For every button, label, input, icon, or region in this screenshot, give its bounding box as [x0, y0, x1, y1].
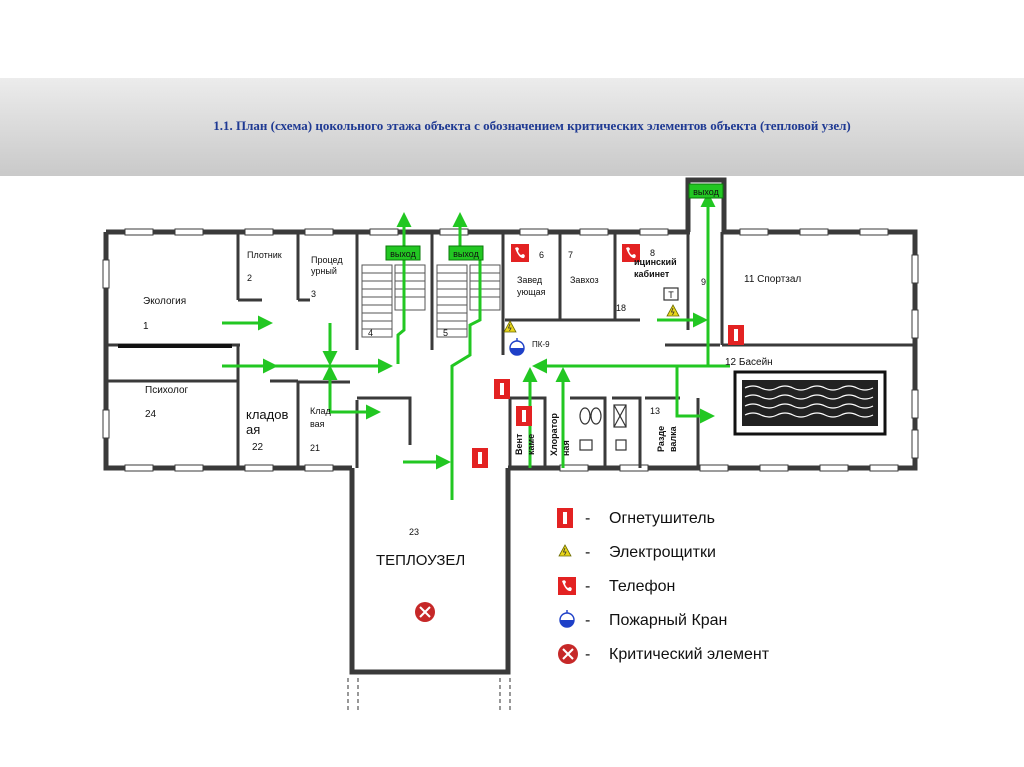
room-name: ТЕПЛОУЗЕЛ [376, 552, 465, 569]
electrical-panel-icon [503, 320, 517, 333]
room-number: 6 [539, 250, 544, 260]
room-number: 13 [650, 406, 660, 416]
fire-hydrant-icon [559, 609, 575, 628]
room-name: каме [526, 434, 536, 455]
phone-icon [511, 244, 529, 262]
extinguisher-icon [494, 379, 510, 399]
room-name: Психолог [145, 385, 189, 396]
extinguisher-icon [728, 325, 744, 345]
box-t-label: Т [668, 290, 674, 300]
exit-sign-2-label: выход [453, 249, 479, 259]
page-title: 1.1. План (схема) цокольного этажа объек… [213, 118, 851, 133]
room-number: 2 [247, 273, 252, 283]
exit-sign-3-label: выход [693, 187, 719, 197]
window-marks [102, 228, 919, 472]
room-name: ная [561, 440, 571, 456]
room-number: 9 [701, 277, 706, 287]
stairs-4 [361, 264, 426, 338]
room-number: 1 [143, 321, 149, 332]
room-name: Вент [514, 433, 524, 455]
legend-dash: - [585, 510, 590, 527]
legend: - Огнетушитель - Электрощитки - Телефон … [557, 508, 770, 665]
room-number: 3 [311, 289, 316, 299]
room-name: кладов [246, 407, 288, 422]
exit-sign-1 [385, 245, 421, 261]
stairs-5 [436, 264, 501, 338]
sanitary-fixtures [579, 404, 627, 451]
room-number: 7 [568, 250, 573, 260]
hydrant-label: ПК-9 [532, 340, 550, 349]
room-number: 22 [252, 442, 264, 453]
room-name: урный [311, 266, 337, 276]
room-number: 23 [409, 527, 419, 537]
box-t [663, 287, 679, 301]
room-name: вая [310, 419, 325, 429]
room-name: Разде [656, 426, 666, 452]
room-name: Экология [143, 296, 186, 307]
room-name: Завхоз [570, 275, 599, 285]
legend-dash: - [585, 646, 590, 663]
legend-label: Огнетушитель [609, 510, 715, 527]
room-name: Плотник [247, 250, 282, 260]
room-name: 12 Басейн [725, 357, 773, 368]
room-name: Хлоратор [549, 413, 559, 456]
critical-element-icon [414, 601, 436, 623]
room-name: 11 Спортзал [744, 274, 801, 285]
extinguisher-icon [516, 406, 532, 426]
electrical-panel-icon [666, 304, 680, 317]
critical-element-icon [557, 643, 579, 665]
room-name: валка [668, 425, 678, 452]
room-name: ующая [517, 287, 546, 297]
exit-sign-1-label: выход [390, 249, 416, 259]
room-name: ицинский [634, 257, 677, 267]
legend-label: Пожарный Кран [609, 612, 727, 629]
extinguisher-icon [472, 448, 488, 468]
room-number: 8 [650, 248, 655, 258]
room-name: кабинет [634, 269, 670, 279]
legend-dash: - [585, 544, 590, 561]
legend-dash: - [585, 612, 590, 629]
header-band [0, 78, 1024, 176]
room-name: Завед [517, 275, 543, 285]
room-number: 4 [368, 328, 373, 338]
legend-label: Телефон [609, 578, 675, 595]
legend-label: Электрощитки [609, 544, 716, 561]
room-name: ая [246, 422, 260, 437]
room-number: 24 [145, 409, 157, 420]
electrical-panel-icon [558, 544, 572, 557]
room-labels: Экология 1 Плотник 2 Процед урный 3 4 5 … [143, 248, 801, 569]
room-number: 18 [616, 303, 626, 313]
legend-label: Критический элемент [609, 646, 770, 663]
extinguisher-icon [557, 508, 573, 528]
fire-hydrant-icon [509, 337, 525, 356]
exit-sign-2 [448, 245, 484, 261]
room-number: 5 [443, 328, 448, 338]
room-number: 21 [310, 443, 320, 453]
pool [733, 370, 887, 436]
exit-sign-3 [688, 183, 724, 199]
phone-icon [558, 577, 576, 595]
room-name: Процед [311, 255, 343, 265]
room-name: Клад [310, 406, 331, 416]
legend-dash: - [585, 578, 590, 595]
service-lines [347, 678, 511, 712]
